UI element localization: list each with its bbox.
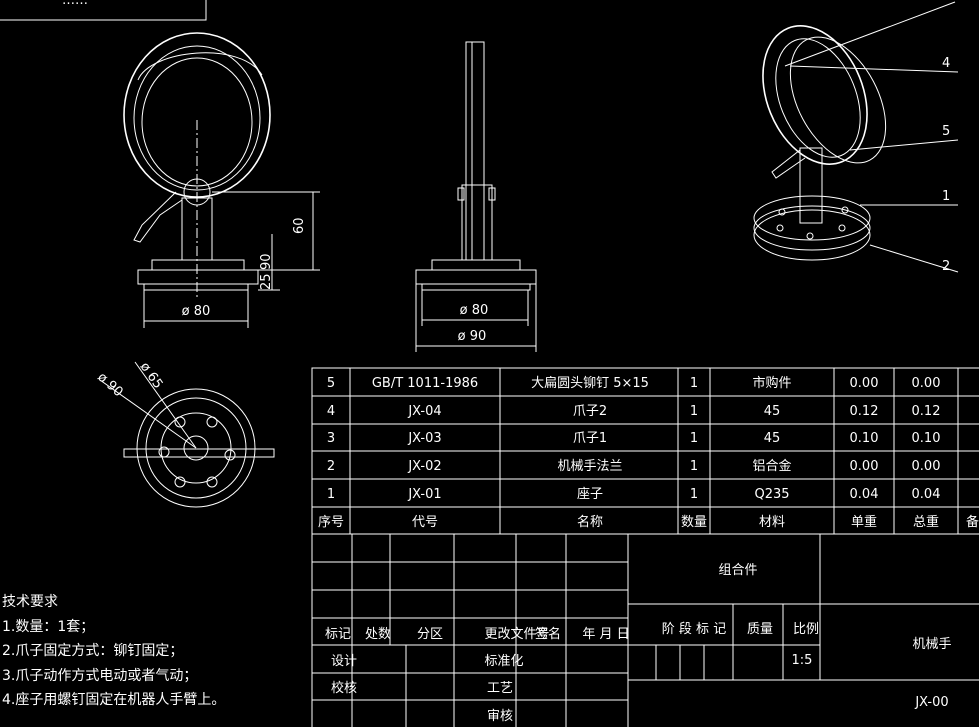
table-cell-text: 工艺: [487, 681, 513, 696]
bom-table: 5 GB/T 1011-1986 大扁圆头铆钉 5×15 1 市购件 0.00 …: [311, 367, 979, 535]
iso-callout-2: 2: [942, 259, 950, 274]
table-cell-text: 1: [690, 459, 698, 474]
requirement-item: 4.座子用螺钉固定在机器人手臂上。: [2, 692, 226, 708]
table-cell-text: 0.04: [912, 487, 941, 502]
table-cell-text: GB/T 1011-1986: [372, 376, 478, 391]
table-cell-text: 校核: [331, 680, 357, 696]
table-cell-text: 标记: [325, 627, 351, 642]
table-cell-text: 0.12: [850, 404, 879, 419]
table-cell-text: JX-04: [407, 404, 441, 419]
table-cell-text: 处数: [365, 627, 391, 642]
side-dia-80: ø 80: [460, 303, 489, 318]
table-cell-text: 更改文件号: [484, 627, 549, 642]
table-cell-text: 签名: [535, 626, 561, 642]
table-cell-text: 0.10: [912, 431, 941, 446]
table-cell-text: 阶 段 标 记: [662, 622, 726, 637]
assembly-label: 组合件: [718, 563, 757, 578]
table-cell-text: 备: [966, 514, 979, 530]
requirement-item: 1.数量：1套；: [2, 618, 95, 635]
table-cell-text: 0.00: [850, 459, 879, 474]
table-cell-text: 单重: [851, 514, 877, 530]
top-left-frame: ……: [0, 0, 207, 21]
requirement-item: 2.爪子固定方式：铆钉固定；: [2, 643, 184, 659]
table-cell-text: 比例: [793, 622, 819, 637]
front-view: 60 25 90 ø 80: [123, 32, 320, 328]
table-cell-text: 总重: [913, 514, 939, 530]
top-dia-90: ø 90: [94, 370, 125, 400]
table-cell-text: 0.12: [912, 404, 941, 419]
drawing-number: JX-00: [914, 695, 948, 710]
table-cell-text: 0.04: [850, 487, 879, 502]
table-cell-text: 0.00: [912, 459, 941, 474]
front-dia-80: ø 80: [182, 304, 211, 319]
table-cell-text: 1: [690, 487, 698, 502]
bom-header-row: 序号 代号 名称 数量 材料 单重 总重 备: [318, 514, 979, 530]
requirement-item: 3.爪子动作方式电动或者气动；: [2, 667, 198, 684]
iso-callout-1: 1: [942, 189, 950, 204]
table-cell-text: 5: [327, 376, 335, 391]
table-cell-text: 0.00: [912, 376, 941, 391]
table-cell-text: 1: [690, 376, 698, 391]
table-cell-text: 座子: [577, 487, 603, 502]
table-cell-text: 0.10: [850, 431, 879, 446]
table-cell-text: JX-01: [407, 487, 441, 502]
technical-requirements: 技术要求 1.数量：1套； 2.爪子固定方式：铆钉固定； 3.爪子动作方式电动或…: [2, 590, 225, 713]
table-cell-text: 序号: [318, 515, 344, 530]
table-cell-text: 3: [327, 431, 335, 446]
iso-view: 4 5 1 2: [753, 1, 959, 274]
table-cell-text: 代号: [412, 515, 438, 530]
table-cell-text: 2: [327, 459, 335, 474]
side-dia-90: ø 90: [458, 329, 487, 344]
table-cell-text: 数量: [681, 515, 707, 530]
top-view: ø 90 ø 65: [94, 360, 275, 508]
table-cell-text: 年 月 日: [582, 627, 629, 642]
table-cell-text: 机械手法兰: [557, 459, 622, 474]
front-dim-25: 25: [259, 273, 274, 290]
table-cell-text: 1: [690, 404, 698, 419]
table-cell-text: 0.00: [850, 376, 879, 391]
table-cell-text: 审核: [487, 709, 513, 724]
table-cell-text: 标准化: [484, 654, 523, 669]
bom-row: 3 JX-03 爪子1 1 45 0.10 0.10: [327, 431, 941, 446]
part-name: 机械手: [912, 637, 951, 652]
bom-row: 2 JX-02 机械手法兰 1 铝合金 0.00 0.00: [327, 458, 941, 474]
title-block: 组合件 标记 处数 分区 更改文件号 签名 年 月 日 设计 标准化 校核 工艺…: [311, 533, 979, 727]
table-cell-text: 爪子2: [573, 404, 607, 419]
top-dia-65: ø 65: [137, 360, 166, 392]
table-cell-text: 1: [327, 487, 335, 502]
bom-row: 4 JX-04 爪子2 1 45 0.12 0.12: [327, 404, 941, 419]
table-cell-text: 4: [327, 404, 335, 419]
top-left-frame-text: ……: [62, 0, 88, 8]
table-cell-text: 爪子1: [573, 431, 607, 446]
table-cell-text: 1: [690, 431, 698, 446]
table-cell-text: JX-02: [407, 459, 441, 474]
iso-callout-4: 4: [942, 56, 950, 71]
table-cell-text: Q235: [754, 487, 789, 502]
table-cell-text: 市购件: [752, 375, 791, 391]
front-dim-60: 60: [292, 217, 307, 234]
table-cell-text: 质量: [747, 622, 773, 637]
bom-row: 5 GB/T 1011-1986 大扁圆头铆钉 5×15 1 市购件 0.00 …: [327, 375, 941, 391]
front-dim-90: 90: [259, 253, 274, 270]
table-cell-text: 设计: [331, 654, 357, 669]
iso-callout-5: 5: [942, 124, 950, 139]
table-cell-text: 分区: [417, 627, 443, 642]
scale-value: 1:5: [792, 653, 813, 668]
side-view: ø 80 ø 90: [415, 41, 537, 352]
bom-row: 1 JX-01 座子 1 Q235 0.04 0.04: [327, 487, 941, 502]
requirements-title: 技术要求: [2, 594, 58, 610]
table-cell-text: 铝合金: [752, 458, 791, 474]
table-cell-text: 45: [764, 431, 781, 446]
table-cell-text: 名称: [577, 514, 603, 530]
table-cell-text: 45: [764, 404, 781, 419]
table-cell-text: 大扁圆头铆钉 5×15: [531, 376, 649, 391]
table-cell-text: JX-03: [407, 431, 441, 446]
table-cell-text: 材料: [759, 515, 785, 530]
